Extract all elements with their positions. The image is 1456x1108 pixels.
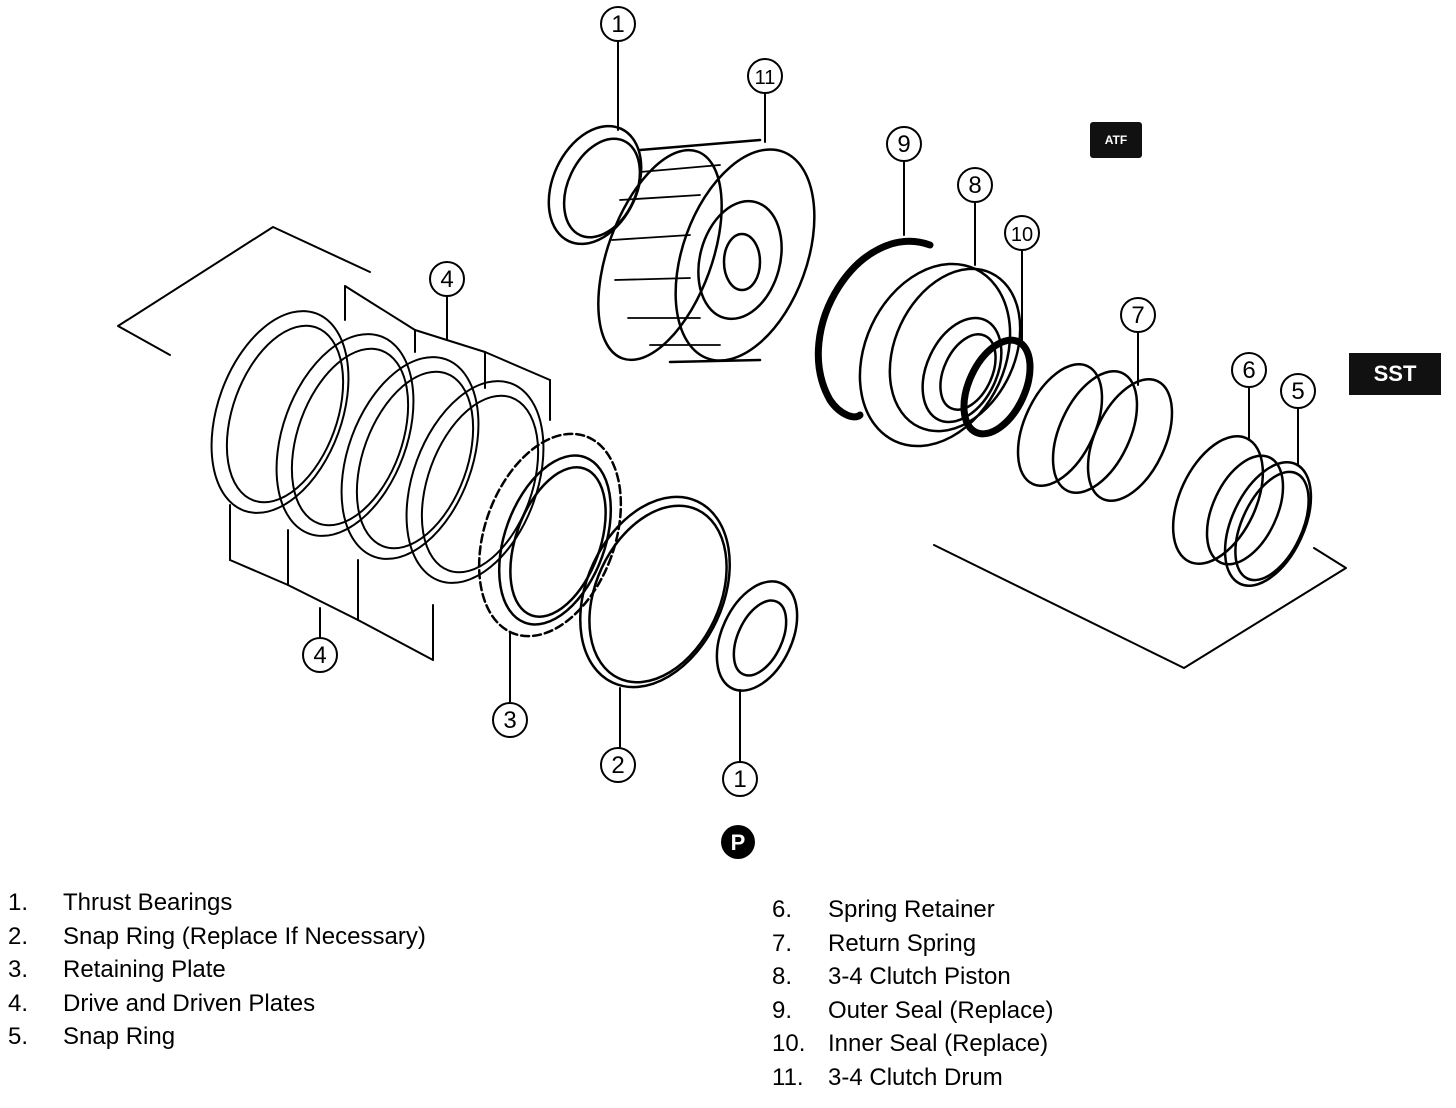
legend-item: 3. Retaining Plate <box>8 953 426 987</box>
legend-number: 3. <box>8 956 29 984</box>
bracket-left-upper <box>117 226 371 356</box>
legend-text: Outer Seal (Replace) <box>828 996 1054 1024</box>
legend-item: 7. Return Spring <box>772 927 1053 961</box>
bracket-plates-upper <box>344 285 551 421</box>
inner-seal <box>960 336 1034 438</box>
legend-number: 5. <box>8 1023 29 1051</box>
callout-1-upper: 1 <box>611 11 624 38</box>
legend-number: 1. <box>8 889 29 916</box>
legend-right: 6. Spring Retainer 7. Return Spring 8. 3-4 … <box>772 893 1053 1095</box>
callout-4-lower: 4 <box>313 642 326 669</box>
callout-7: 7 <box>1131 302 1144 329</box>
legend-item: 5. Snap Ring <box>8 1020 426 1054</box>
legend-item: 8. 3-4 Clutch Piston <box>772 960 1053 994</box>
clutch-plates <box>210 310 545 584</box>
legend-text: Inner Seal (Replace) <box>828 1030 1049 1058</box>
clutch-drum <box>597 138 816 364</box>
callout-1-lower: 1 <box>733 766 746 793</box>
atf-badge: ATF <box>1090 122 1142 158</box>
exploded-view-diagram: 1 11 9 8 10 7 6 5 4 4 3 2 1 P <box>117 6 1347 859</box>
legend-item: 1. Thrust Bearings <box>8 886 426 920</box>
retaining-plate <box>477 432 623 638</box>
callout-8: 8 <box>968 172 981 199</box>
snap-ring-large <box>579 495 731 689</box>
legend-number: 6. <box>772 896 793 923</box>
legend-text: Return Spring <box>828 929 977 957</box>
bracket-right-lower <box>933 544 1347 669</box>
sst-badge: SST <box>1349 353 1441 395</box>
callout-5: 5 <box>1291 378 1304 405</box>
legend-item: 10. Inner Seal (Replace) <box>772 1027 1053 1061</box>
legend-text: Snap Ring <box>63 1023 176 1051</box>
callout-4-upper: 4 <box>440 266 453 293</box>
svg-text:P: P <box>731 830 746 855</box>
thrust-bearing-lower <box>715 580 799 692</box>
outer-seal <box>814 237 934 421</box>
legend-number: 8. <box>772 963 793 991</box>
legend-text: Spring Retainer <box>828 896 995 923</box>
petroleum-jelly-badge: P <box>721 825 755 859</box>
legend-number: 7. <box>772 929 793 957</box>
snap-ring-small <box>1223 461 1313 587</box>
callout-2: 2 <box>611 752 624 779</box>
callout-10: 10 <box>1011 224 1033 246</box>
spring-retainer <box>1171 435 1285 566</box>
legend-number: 10. <box>772 1030 806 1058</box>
legend-left: 1. Thrust Bearings 2. Snap Ring (Replace I… <box>8 886 426 1054</box>
callout-9: 9 <box>897 131 910 158</box>
callout-circles <box>302 6 1316 797</box>
leader-lines <box>509 41 1299 763</box>
thrust-bearing-upper <box>547 124 643 246</box>
legend-item: 6. Spring Retainer <box>772 893 1053 927</box>
legend-number: 9. <box>772 996 793 1024</box>
legend-number: 2. <box>8 922 29 950</box>
legend-text: Snap Ring (Replace If Necessary) <box>63 922 426 950</box>
legend-item: 11. 3-4 Clutch Drum <box>772 1061 1053 1095</box>
legend-text: Drive and Driven Plates <box>63 989 316 1017</box>
bracket-plates-lower <box>229 504 434 661</box>
callout-6: 6 <box>1242 357 1255 384</box>
legend-item: 2. Snap Ring (Replace If Necessary) <box>8 920 426 954</box>
callout-11: 11 <box>755 67 776 89</box>
legend-text: Thrust Bearings <box>63 889 233 916</box>
legend-text: Retaining Plate <box>63 956 226 984</box>
legend-item: 9. Outer Seal (Replace) <box>772 994 1053 1028</box>
legend-text: 3-4 Clutch Piston <box>828 963 1011 991</box>
callout-3: 3 <box>503 707 516 734</box>
clutch-piston <box>858 262 1022 448</box>
return-spring <box>1016 363 1174 502</box>
legend-item: 4. Drive and Driven Plates <box>8 987 426 1021</box>
legend-text: 3-4 Clutch Drum <box>828 1063 1003 1091</box>
legend-number: 11. <box>772 1063 804 1091</box>
legend-number: 4. <box>8 989 29 1017</box>
